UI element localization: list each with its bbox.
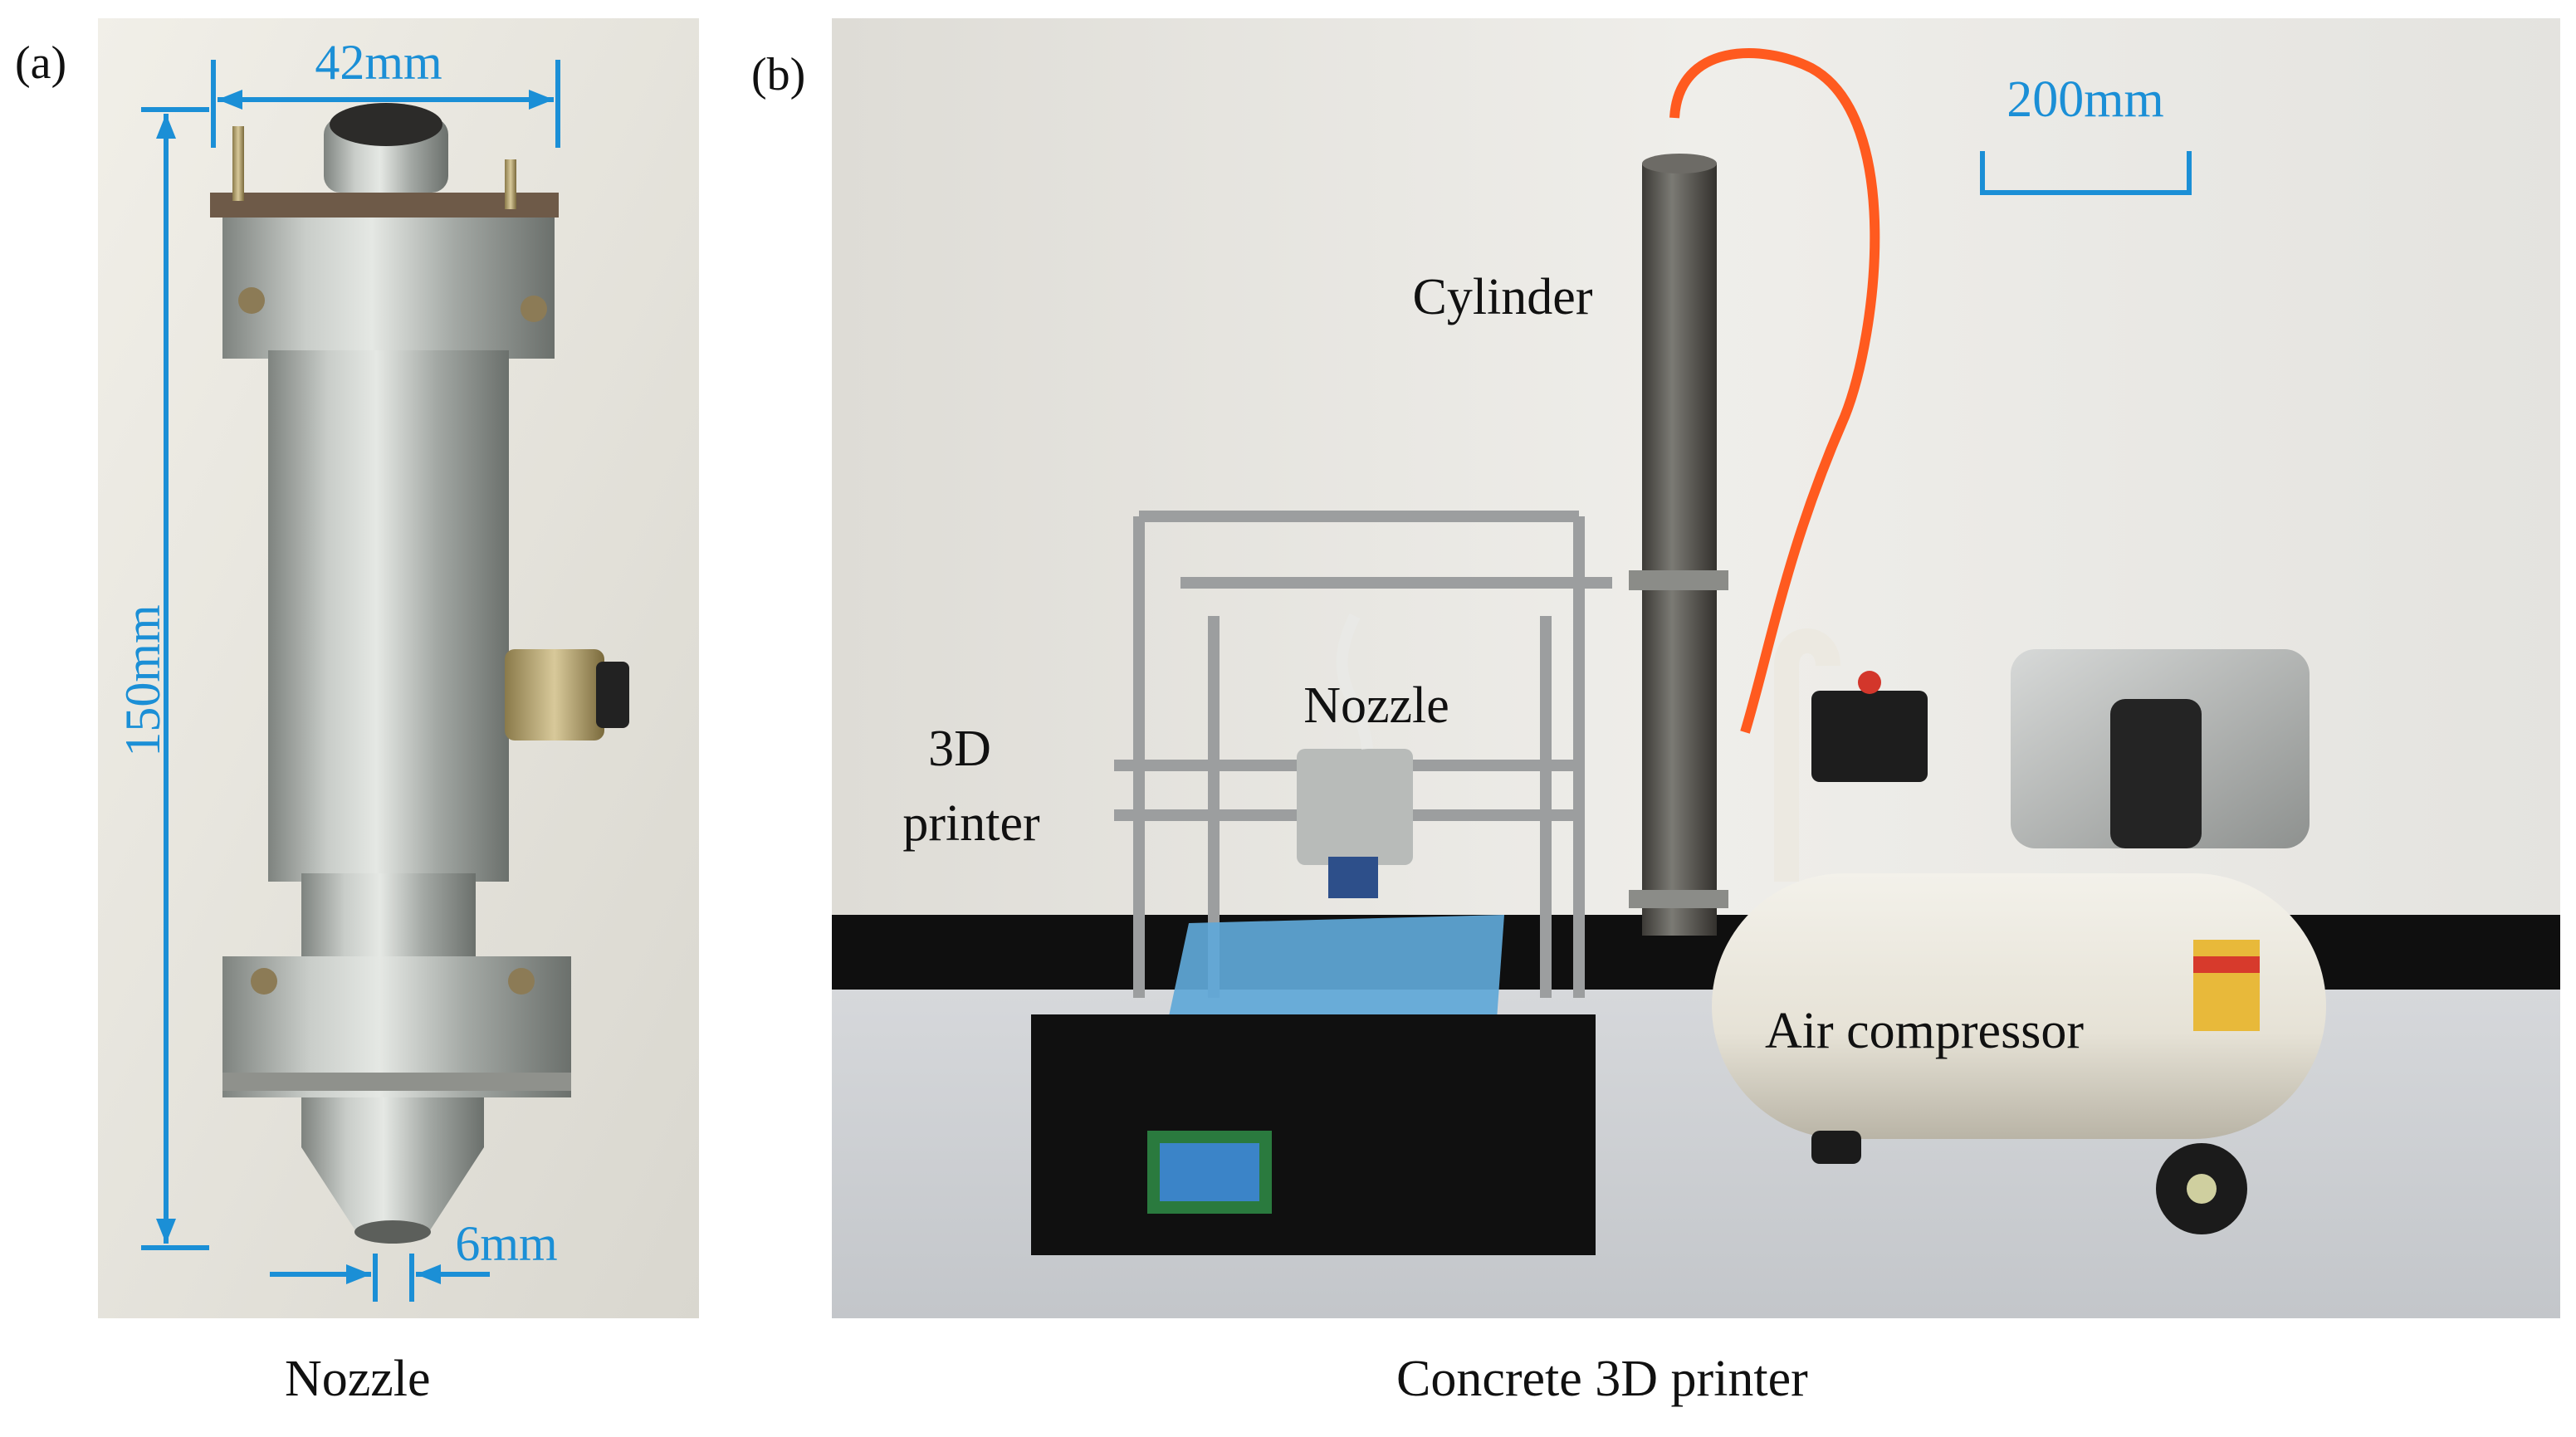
nozzle-label: Nozzle <box>1303 677 1449 734</box>
dim-height-arrow-bottom <box>156 1219 176 1244</box>
panel-a-letter: (a) <box>15 37 67 89</box>
compressor-label: Air compressor <box>1765 1003 2084 1059</box>
printer-setup-illustration <box>832 18 2560 1318</box>
dim-height-arrow-top <box>156 114 176 139</box>
printer-annotation-overlay: 200mm Cylinder Nozzle 3D printer Air com… <box>902 71 2192 1059</box>
nozzle-photo <box>98 18 699 1318</box>
dim-outlet-label: 6mm <box>455 1216 557 1271</box>
dim-outlet-arrow-right <box>416 1264 441 1284</box>
scale-bar-label: 200mm <box>2007 71 2163 128</box>
dim-width-arrow-right <box>529 90 554 110</box>
hose <box>1669 48 1880 734</box>
dim-outlet-arrow-left <box>346 1264 371 1284</box>
nozzle-caption: Nozzle <box>285 1351 431 1407</box>
dim-height-label: 150mm <box>115 604 170 756</box>
printer-caption: Concrete 3D printer <box>1396 1351 1808 1407</box>
scale-bar <box>1980 151 2192 195</box>
panel-b-letter: (b) <box>751 49 806 100</box>
printer-photo <box>832 18 2560 1318</box>
printer-label-line2: printer <box>902 795 1040 852</box>
nozzle-dimension-overlay: 42mm 150mm 6mm <box>115 35 560 1302</box>
dim-width-label: 42mm <box>315 35 442 90</box>
dim-width-arrow-left <box>218 90 242 110</box>
cylinder-label: Cylinder <box>1413 269 1593 325</box>
nozzle-illustration <box>98 18 699 1318</box>
printer-label-line1: 3D <box>928 721 991 777</box>
